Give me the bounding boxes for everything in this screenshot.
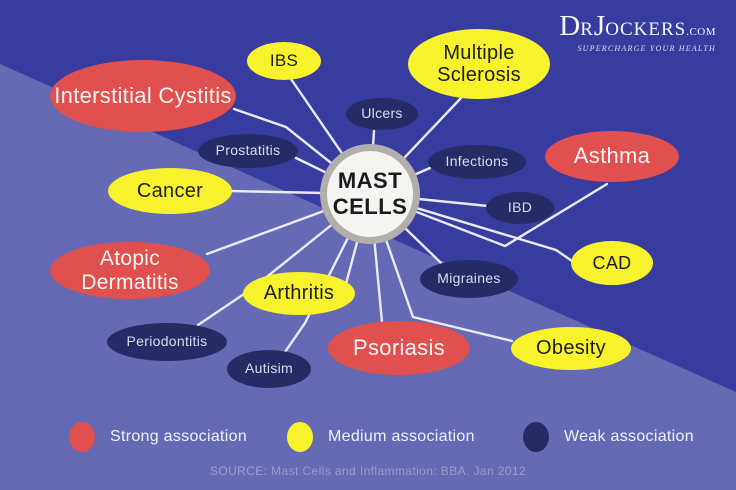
node-ibd: IBD [486,192,554,224]
node-asthma: Asthma [545,131,679,182]
node-atopic-dermatitis: Atopic Dermatitis [50,242,210,299]
logo-wordmark: DRJOCKERS.COM [559,12,716,46]
node-cad: CAD [571,241,653,285]
node-psoriasis: Psoriasis [328,321,470,375]
legend-label-weak: Weak association [564,428,694,445]
drjockers-logo: DRJOCKERS.COM SUPERCHARGE YOUR HEALTH [559,12,716,54]
source-citation: SOURCE: Mast Cells and Inflammation: BBA… [209,464,527,478]
logo-letter-j: J [593,10,606,42]
node-arthritis: Arthritis [243,272,355,315]
logo-tagline: SUPERCHARGE YOUR HEALTH [577,44,716,53]
legend-label-medium: Medium association [328,428,475,445]
node-migraines: Migraines [420,260,518,298]
node-prostatitis: Prostatitis [198,134,298,168]
logo-tld: .COM [686,26,716,38]
node-multiple-sclerosis: Multiple Sclerosis [408,29,550,99]
weak-association-swatch [523,422,549,452]
legend-item-strong: Strong association [69,422,247,452]
node-ulcers: Ulcers [346,98,418,130]
node-periodontitis: Periodontitis [107,323,227,361]
hub-title: MAST CELLS [332,168,408,219]
node-cancer: Cancer [108,168,232,214]
strong-association-swatch [69,422,95,452]
medium-association-swatch [287,422,313,452]
node-infections: Infections [428,145,526,179]
connector-cad [368,192,574,263]
node-obesity: Obesity [511,327,631,370]
logo-letter-r: R [580,19,594,40]
node-interstitial-cystitis: Interstitial Cystitis [50,60,236,132]
node-autisim: Autisim [227,350,311,388]
legend-label-strong: Strong association [110,428,248,445]
hub-mast-cells: MAST CELLS [320,144,420,244]
node-ibs: IBS [247,42,321,80]
logo-letters-ockers: OCKERS [605,19,687,40]
legend-item-medium: Medium association [287,422,475,452]
legend-item-weak: Weak association [523,422,694,452]
logo-letter-d: D [559,10,581,42]
